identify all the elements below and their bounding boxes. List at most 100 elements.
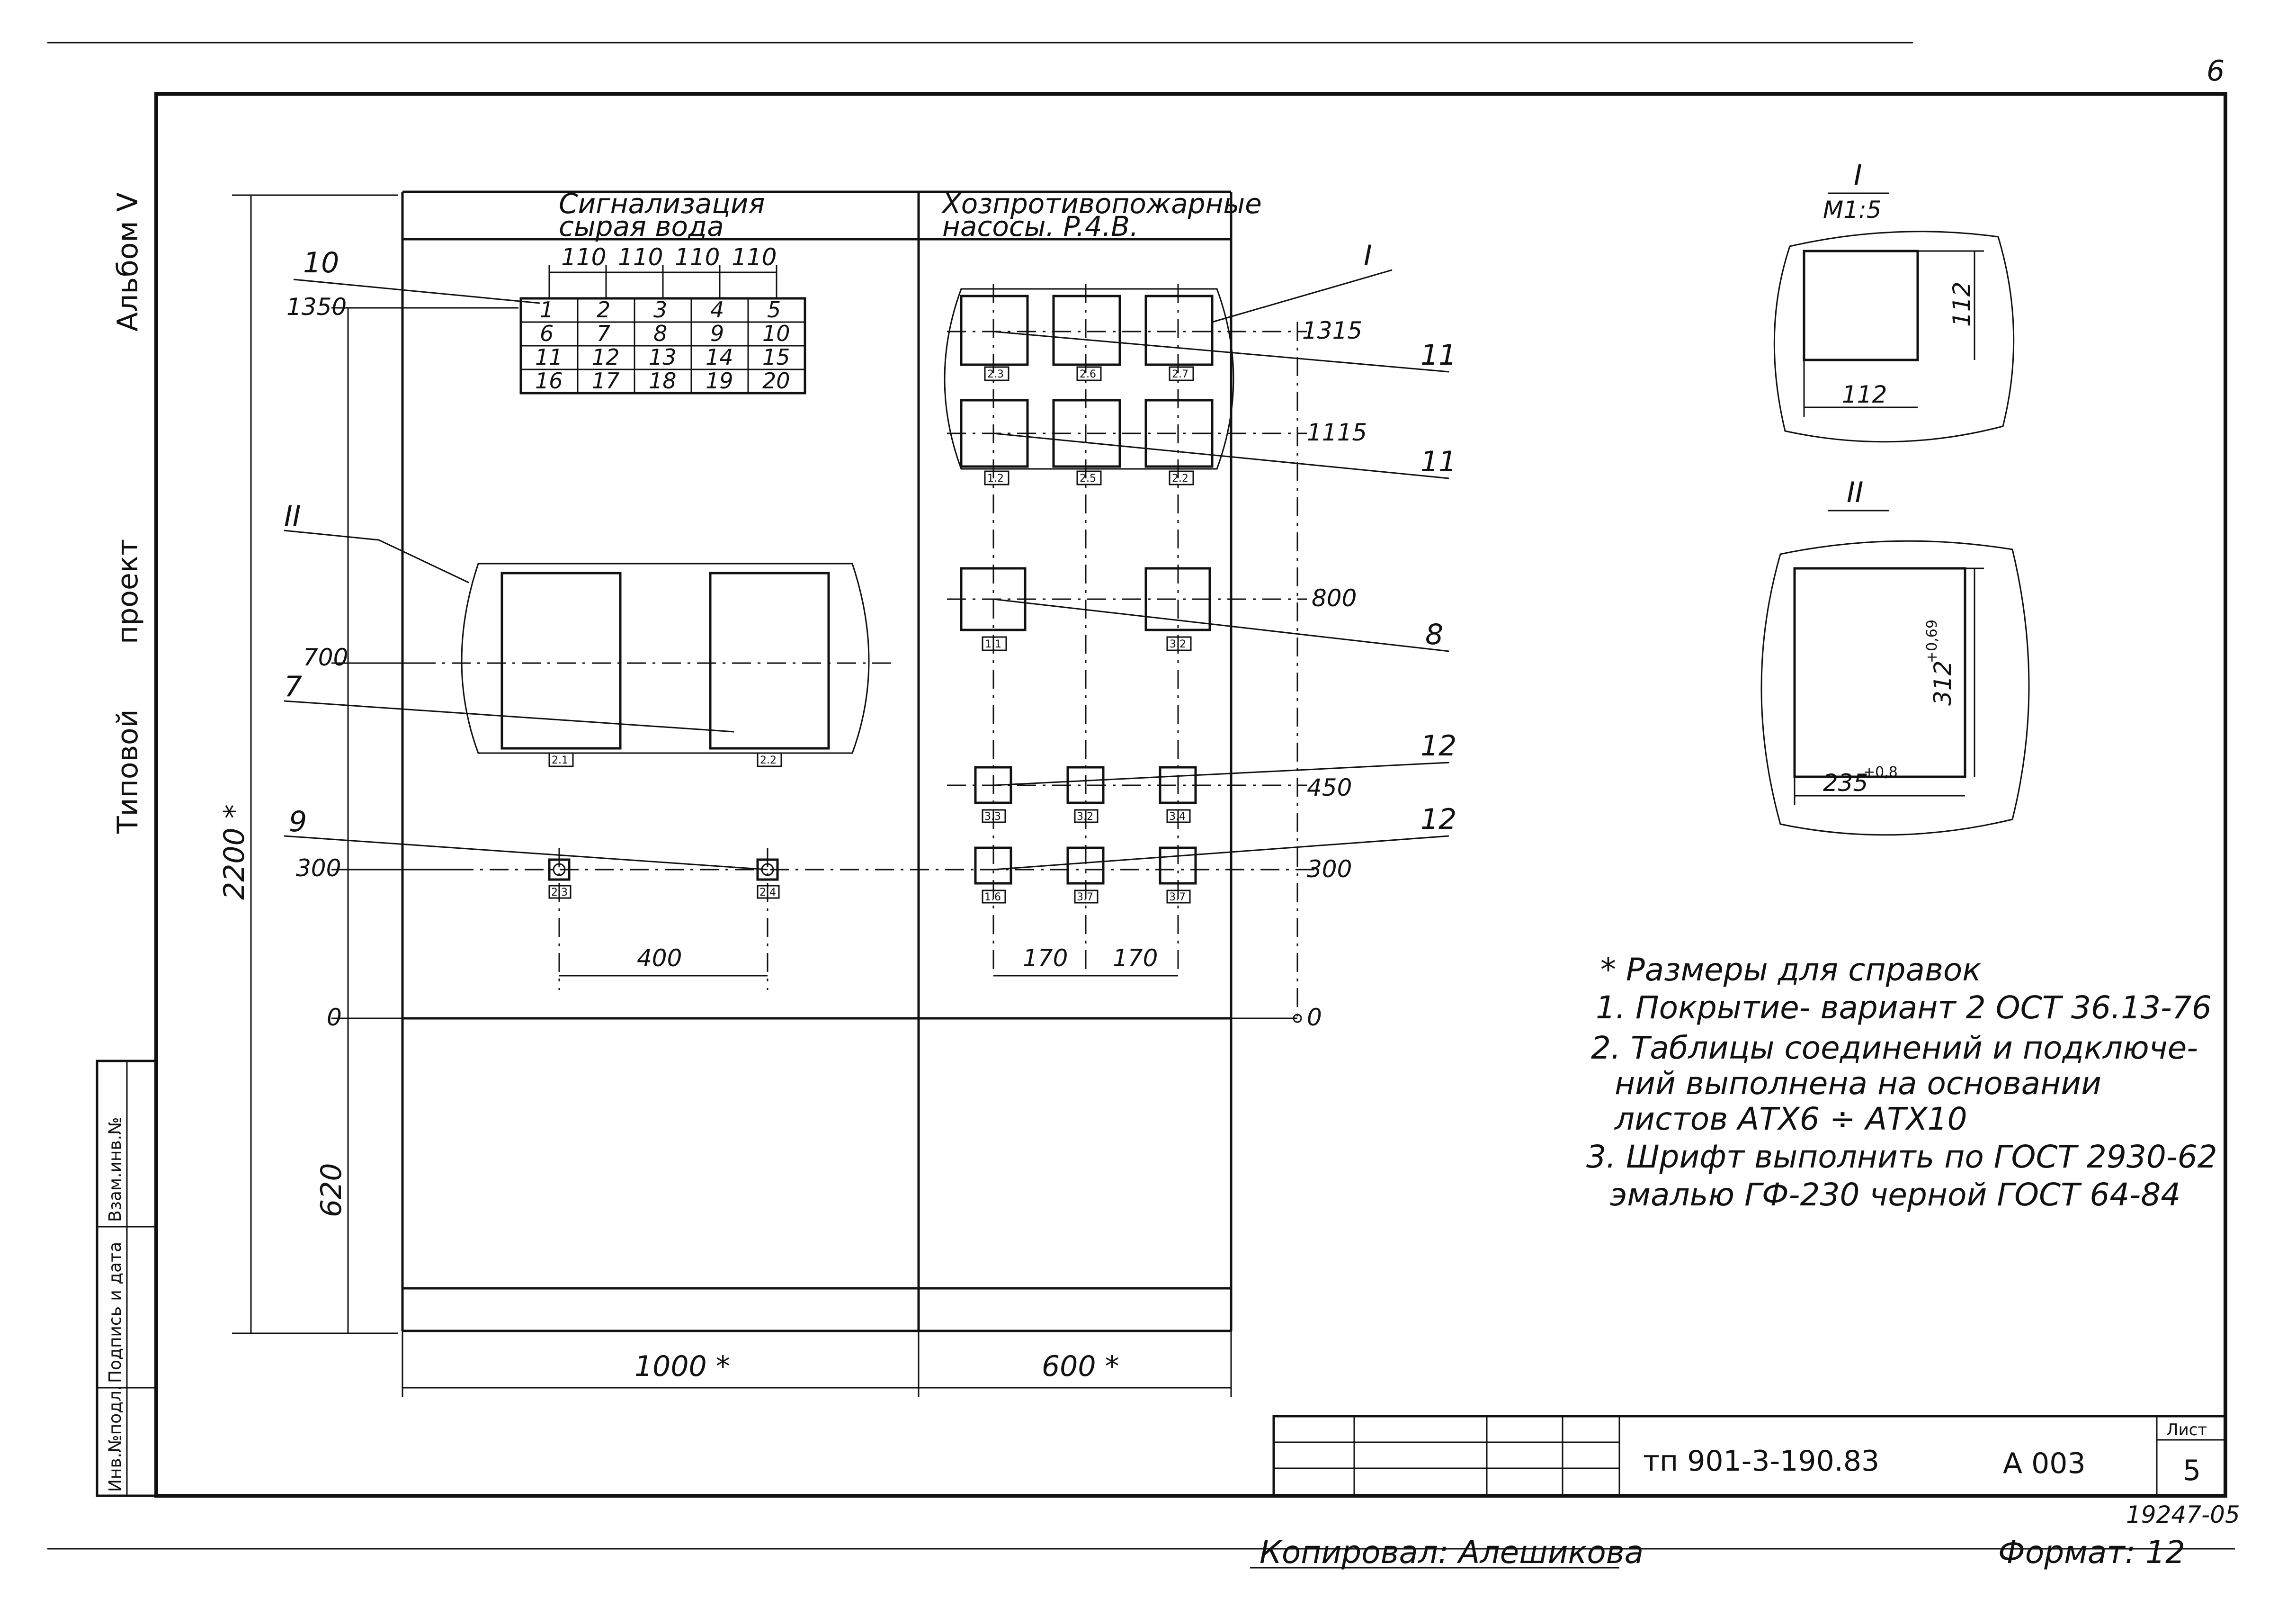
note-line: листов АТХ6 ÷ АТХ10: [1614, 1101, 1967, 1137]
stamp-repl: Взам.инв.№: [106, 1117, 125, 1222]
grid-cell: 13: [649, 344, 677, 370]
callout-11a: 11: [1420, 339, 1456, 372]
grid-cell: 15: [762, 344, 790, 370]
sheet-frame: 6: [47, 42, 2235, 1550]
stamp-sign: Подпись и дата: [106, 1242, 125, 1383]
detail-ii-w-tol: +0,8: [1863, 764, 1898, 781]
level-700: 700: [303, 644, 348, 671]
level-300r: 300: [1307, 855, 1352, 883]
grid-cell: 14: [706, 344, 733, 370]
detail-ii: II 235 +0,8 312 +0,69: [1760, 476, 2030, 836]
detail-i-h: 112: [1948, 282, 1975, 327]
device-tag: 2.5: [1080, 473, 1096, 485]
stamp-inv: Инв.№подл.: [106, 1385, 125, 1492]
title-block: тп 901-3-190.83 А 003 Лист 5: [1272, 1415, 2227, 1497]
callout-8: 8: [1425, 618, 1443, 651]
grid-cell: 19: [706, 368, 733, 394]
note-line: 3. Шрифт выполнить по ГОСТ 2930-62: [1586, 1139, 2217, 1175]
grid-cell: 12: [592, 344, 620, 370]
span-400: 400: [637, 944, 682, 972]
grid-cell: 11: [535, 344, 563, 370]
callout-i: I: [1364, 239, 1372, 272]
left-dimensions: 1350 700 300 0 2200 * 620: [218, 194, 518, 1334]
panel-header-left-1: Сигнализация: [559, 188, 765, 220]
span-170a: 170: [1023, 944, 1068, 972]
grid-cell: 16: [535, 368, 563, 394]
grid-spacing: 110: [561, 243, 606, 271]
grid-spacing: 110: [618, 243, 663, 271]
pump-group-i: 2.3 2.6 2.7 1.2 2.5 2.2: [944, 288, 1234, 485]
note-line: * Размеры для справок: [1600, 952, 1981, 988]
grid-cell: 2: [597, 297, 610, 323]
grid-cell: 4: [710, 297, 724, 323]
callout-7: 7: [284, 670, 302, 703]
grid-cell: 7: [597, 321, 610, 346]
grid-cell: 18: [649, 368, 677, 394]
grid-cell: 5: [767, 297, 781, 323]
device-tag: 2.7: [1172, 368, 1188, 380]
sheet-label: Лист: [2166, 1420, 2207, 1439]
notes: * Размеры для справок 1. Покрытие- вариа…: [1586, 952, 2217, 1213]
panel-header-left-2: сырая вода: [559, 210, 724, 243]
grid-cell: 17: [592, 368, 620, 394]
sheet-corner-mark: 6: [2207, 54, 2225, 88]
doc-code: А 003: [2003, 1447, 2086, 1480]
grid-cell: 10: [762, 321, 790, 346]
level-450: 450: [1307, 774, 1352, 801]
callout-9: 9: [289, 805, 307, 838]
width-left: 1000 *: [634, 1350, 730, 1383]
project-label-a: Типовой: [111, 709, 144, 834]
grid-cell: 1: [540, 297, 554, 323]
grid-spacing: 110: [675, 243, 720, 271]
format: Формат: 12: [1998, 1534, 2185, 1571]
overall-height: 2200 *: [218, 804, 251, 900]
left-stamp: Инв.№подл. Подпись и дата Взам.инв.№: [96, 1060, 158, 1497]
instrument-group-ii: 2.1 2.2: [461, 563, 870, 767]
width-right: 600 *: [1042, 1350, 1119, 1383]
device-tag: 2.2: [760, 755, 777, 766]
side-title: Альбом V Типовой проект: [111, 192, 144, 834]
right-dimensions: 1315 1115 800 450 300 0: [1231, 317, 1367, 1031]
note-line: эмалью ГФ-230 черной ГОСТ 64-84: [1610, 1177, 2180, 1213]
detail-ii-h: 312: [1929, 661, 1957, 706]
designation: тп 901-3-190.83: [1643, 1445, 1879, 1478]
level-0: 0: [327, 1004, 342, 1031]
detail-ii-h-tol: +0,69: [1924, 620, 1940, 663]
callout-12a: 12: [1420, 729, 1456, 763]
detail-i: I М1:5 112 112: [1773, 159, 2015, 443]
note-line: 1. Покрытие- вариант 2 ОСТ 36.13-76: [1596, 989, 2212, 1026]
left-small-devices: 2.3 2.4: [548, 858, 780, 899]
callout-12b: 12: [1420, 803, 1456, 836]
footer: 19247-05 Копировал: Алешикова Формат: 12: [1250, 1501, 2240, 1571]
signal-grid: 1 2 3 4 5 6 7 8 9 10 11 12 13 14 15 16 1…: [519, 243, 806, 395]
note-line: ний выполнена на основании: [1615, 1065, 2101, 1102]
span-dimensions: 400 170 170 1000 * 600 *: [402, 944, 1232, 1397]
grid-cell: 9: [710, 321, 724, 346]
sheet-number: 5: [2183, 1454, 2201, 1487]
callout-10: 10: [303, 246, 339, 279]
detail-ii-title: II: [1847, 476, 1863, 509]
copied-by: Копировал: Алешикова: [1260, 1534, 1644, 1571]
detail-ii-w: 235: [1823, 769, 1868, 797]
grid-cell: 8: [653, 321, 667, 346]
center-lines: [417, 284, 1316, 1018]
panel-header-right-2: насосы. P.4.B.: [942, 210, 1138, 243]
device-tag: 2.6: [1080, 368, 1096, 380]
archive-number: 19247-05: [2126, 1501, 2240, 1528]
level-1115: 1115: [1307, 419, 1367, 446]
grid-cell: 3: [653, 297, 667, 323]
device-tag: 2.1: [552, 755, 568, 766]
bottom-height: 620: [315, 1163, 348, 1217]
level-800: 800: [1312, 584, 1357, 612]
device-tag: 2.3: [987, 368, 1004, 380]
level-300: 300: [296, 854, 341, 882]
detail-i-title: I: [1854, 159, 1862, 192]
panel-header-right-1: Хозпротивопожарные: [941, 188, 1262, 220]
grid-spacing: 110: [732, 243, 777, 271]
grid-cell: 20: [762, 368, 790, 394]
span-170b: 170: [1113, 944, 1158, 972]
note-line: 2. Таблицы соединений и подключе-: [1591, 1030, 2198, 1066]
callout-11b: 11: [1420, 445, 1456, 478]
device-tag: 2.2: [1172, 473, 1188, 485]
level-0r: 0: [1307, 1004, 1322, 1031]
